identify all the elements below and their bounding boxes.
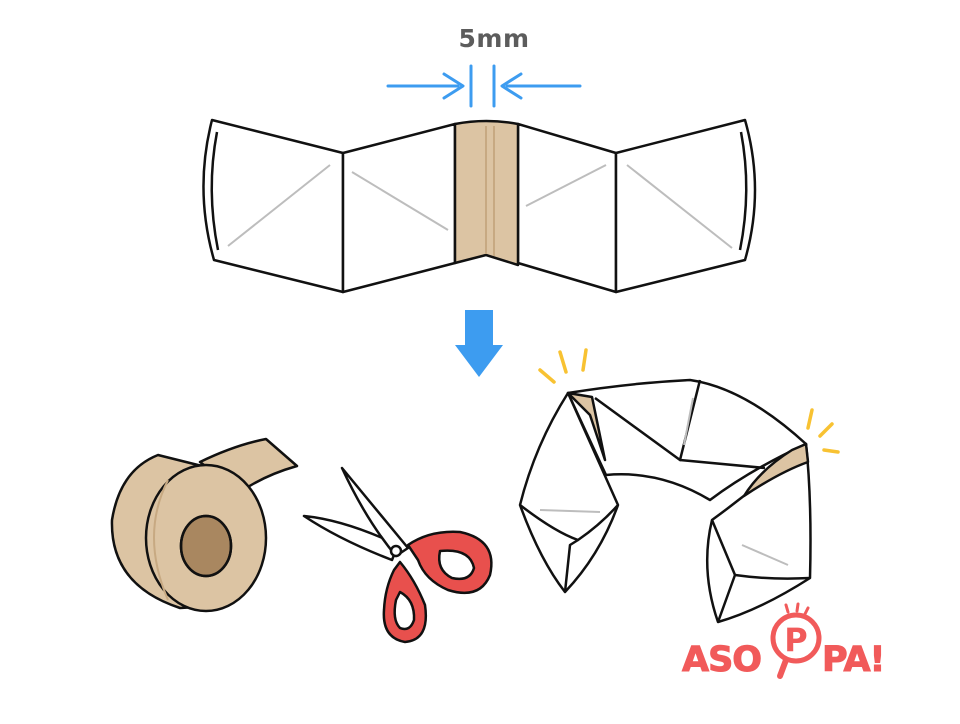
asoppa-logo	[698, 602, 822, 679]
measurement-indicator	[386, 64, 582, 108]
unfolded-paper-strip	[202, 118, 757, 294]
folded-paper-result	[518, 378, 812, 624]
folded-crease-lines	[539, 397, 789, 566]
left-measure-arrow-icon	[386, 72, 465, 100]
tape-joint-right	[742, 442, 810, 498]
magnifier-icon	[770, 602, 822, 679]
measurement-label: 5mm	[458, 24, 530, 53]
logo-text-left: ASO	[682, 640, 761, 680]
right-measure-arrow-icon	[500, 72, 582, 100]
tape-joint-left	[566, 391, 607, 462]
crease-lines	[227, 164, 733, 249]
tape-roll-icon	[110, 437, 299, 613]
down-arrow-icon	[455, 310, 503, 377]
logo-text-right: PA!	[822, 640, 885, 680]
sparkle-icon	[538, 348, 840, 454]
scissors-icon	[302, 466, 493, 644]
logo-letter-center: P	[784, 621, 807, 659]
